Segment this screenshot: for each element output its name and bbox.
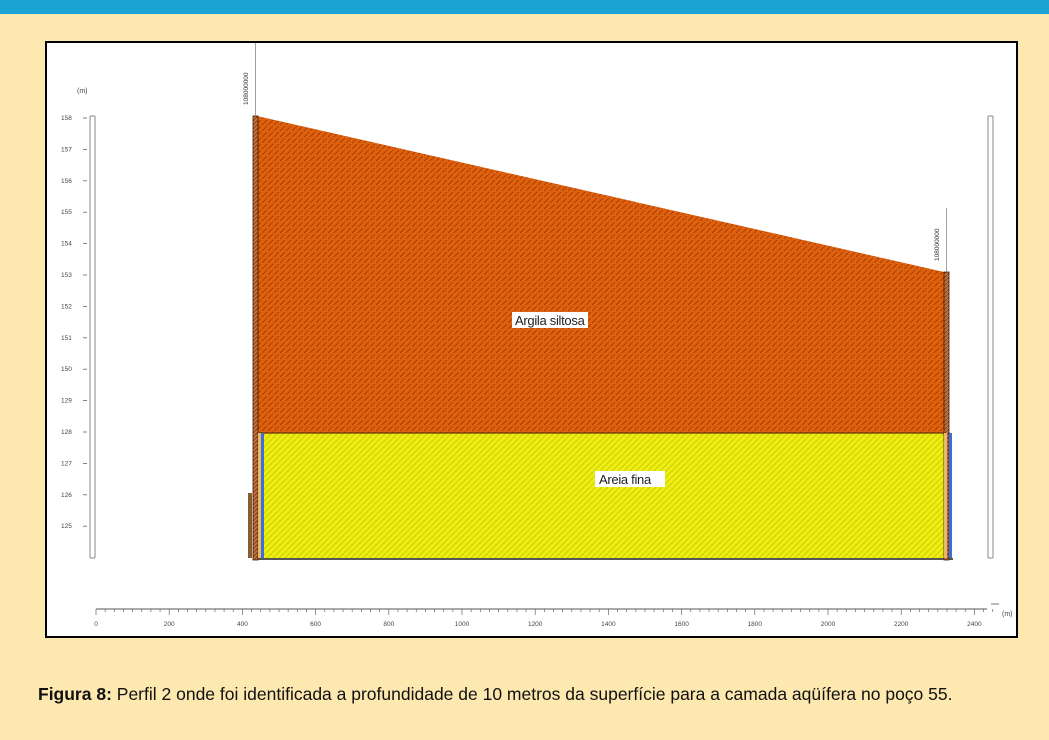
x-tick-label: 2400: [967, 621, 982, 628]
x-axis: 0 200 400 600 800 1000 1200 1400 1600 1800 2000 220…: [94, 608, 994, 628]
x-tick-label: 1600: [674, 621, 689, 628]
y-tick-label: 150: [61, 366, 72, 373]
y-tick-label: 153: [61, 272, 72, 279]
right-scale-bar: [987, 115, 994, 559]
sand-layer: [257, 433, 944, 558]
y-unit-label: (m): [77, 88, 88, 95]
x-tick-label: 200: [164, 621, 175, 628]
y-tick-label: 127: [61, 460, 72, 467]
y-tick-label: 125: [61, 523, 72, 530]
y-tick-label: 129: [61, 398, 72, 405]
x-tick-label: 0: [94, 621, 98, 628]
figure-caption: Figura 8: Perfil 2 onde foi identificada…: [38, 682, 1010, 706]
y-tick-label: 154: [61, 241, 72, 248]
y-tick-label: 151: [61, 335, 72, 342]
well-right-label: 108000000: [934, 228, 941, 261]
caption-label: Figura 8:: [38, 684, 112, 704]
x-unit-label: (m): [1002, 611, 1013, 618]
x-tick-label: 1400: [601, 621, 616, 628]
clay-layer-label: Argila siltosa: [515, 313, 586, 328]
well-left: [252, 115, 259, 561]
x-tick-label: 1200: [528, 621, 543, 628]
x-tick-label: 800: [383, 621, 394, 628]
y-tick-label: 155: [61, 209, 72, 216]
x-tick-label: 2000: [821, 621, 836, 628]
x-tick-label: 400: [237, 621, 248, 628]
x-tick-label: 1000: [455, 621, 470, 628]
x-tick-label: 2200: [894, 621, 909, 628]
x-tick-label: 600: [310, 621, 321, 628]
left-scale-bar: [89, 115, 96, 559]
y-axis-ticks: 158 157 156 155 154 153 152 151 150 129 128 127 126 1…: [61, 115, 87, 530]
y-tick-label: 157: [61, 146, 72, 153]
y-tick-label: 128: [61, 429, 72, 436]
y-tick-label: 156: [61, 178, 72, 185]
sand-layer-label: Areia fina: [599, 472, 652, 487]
y-tick-label: 126: [61, 492, 72, 499]
y-tick-label: 152: [61, 303, 72, 310]
y-tick-label: 158: [61, 115, 72, 122]
header-bar: [0, 0, 1049, 14]
well-left-label: 108000000: [243, 72, 250, 105]
caption-text: Perfil 2 onde foi identificada a profund…: [116, 684, 953, 704]
profile-figure: (m) 158 157 156 155 154 153 152 151 150 129 128 127…: [45, 41, 1018, 638]
clay-layer: [257, 116, 944, 433]
x-tick-label: 1800: [748, 621, 763, 628]
geological-section: (m) 158 157 156 155 154 153 152 151 150 129 128 127…: [61, 43, 1013, 628]
